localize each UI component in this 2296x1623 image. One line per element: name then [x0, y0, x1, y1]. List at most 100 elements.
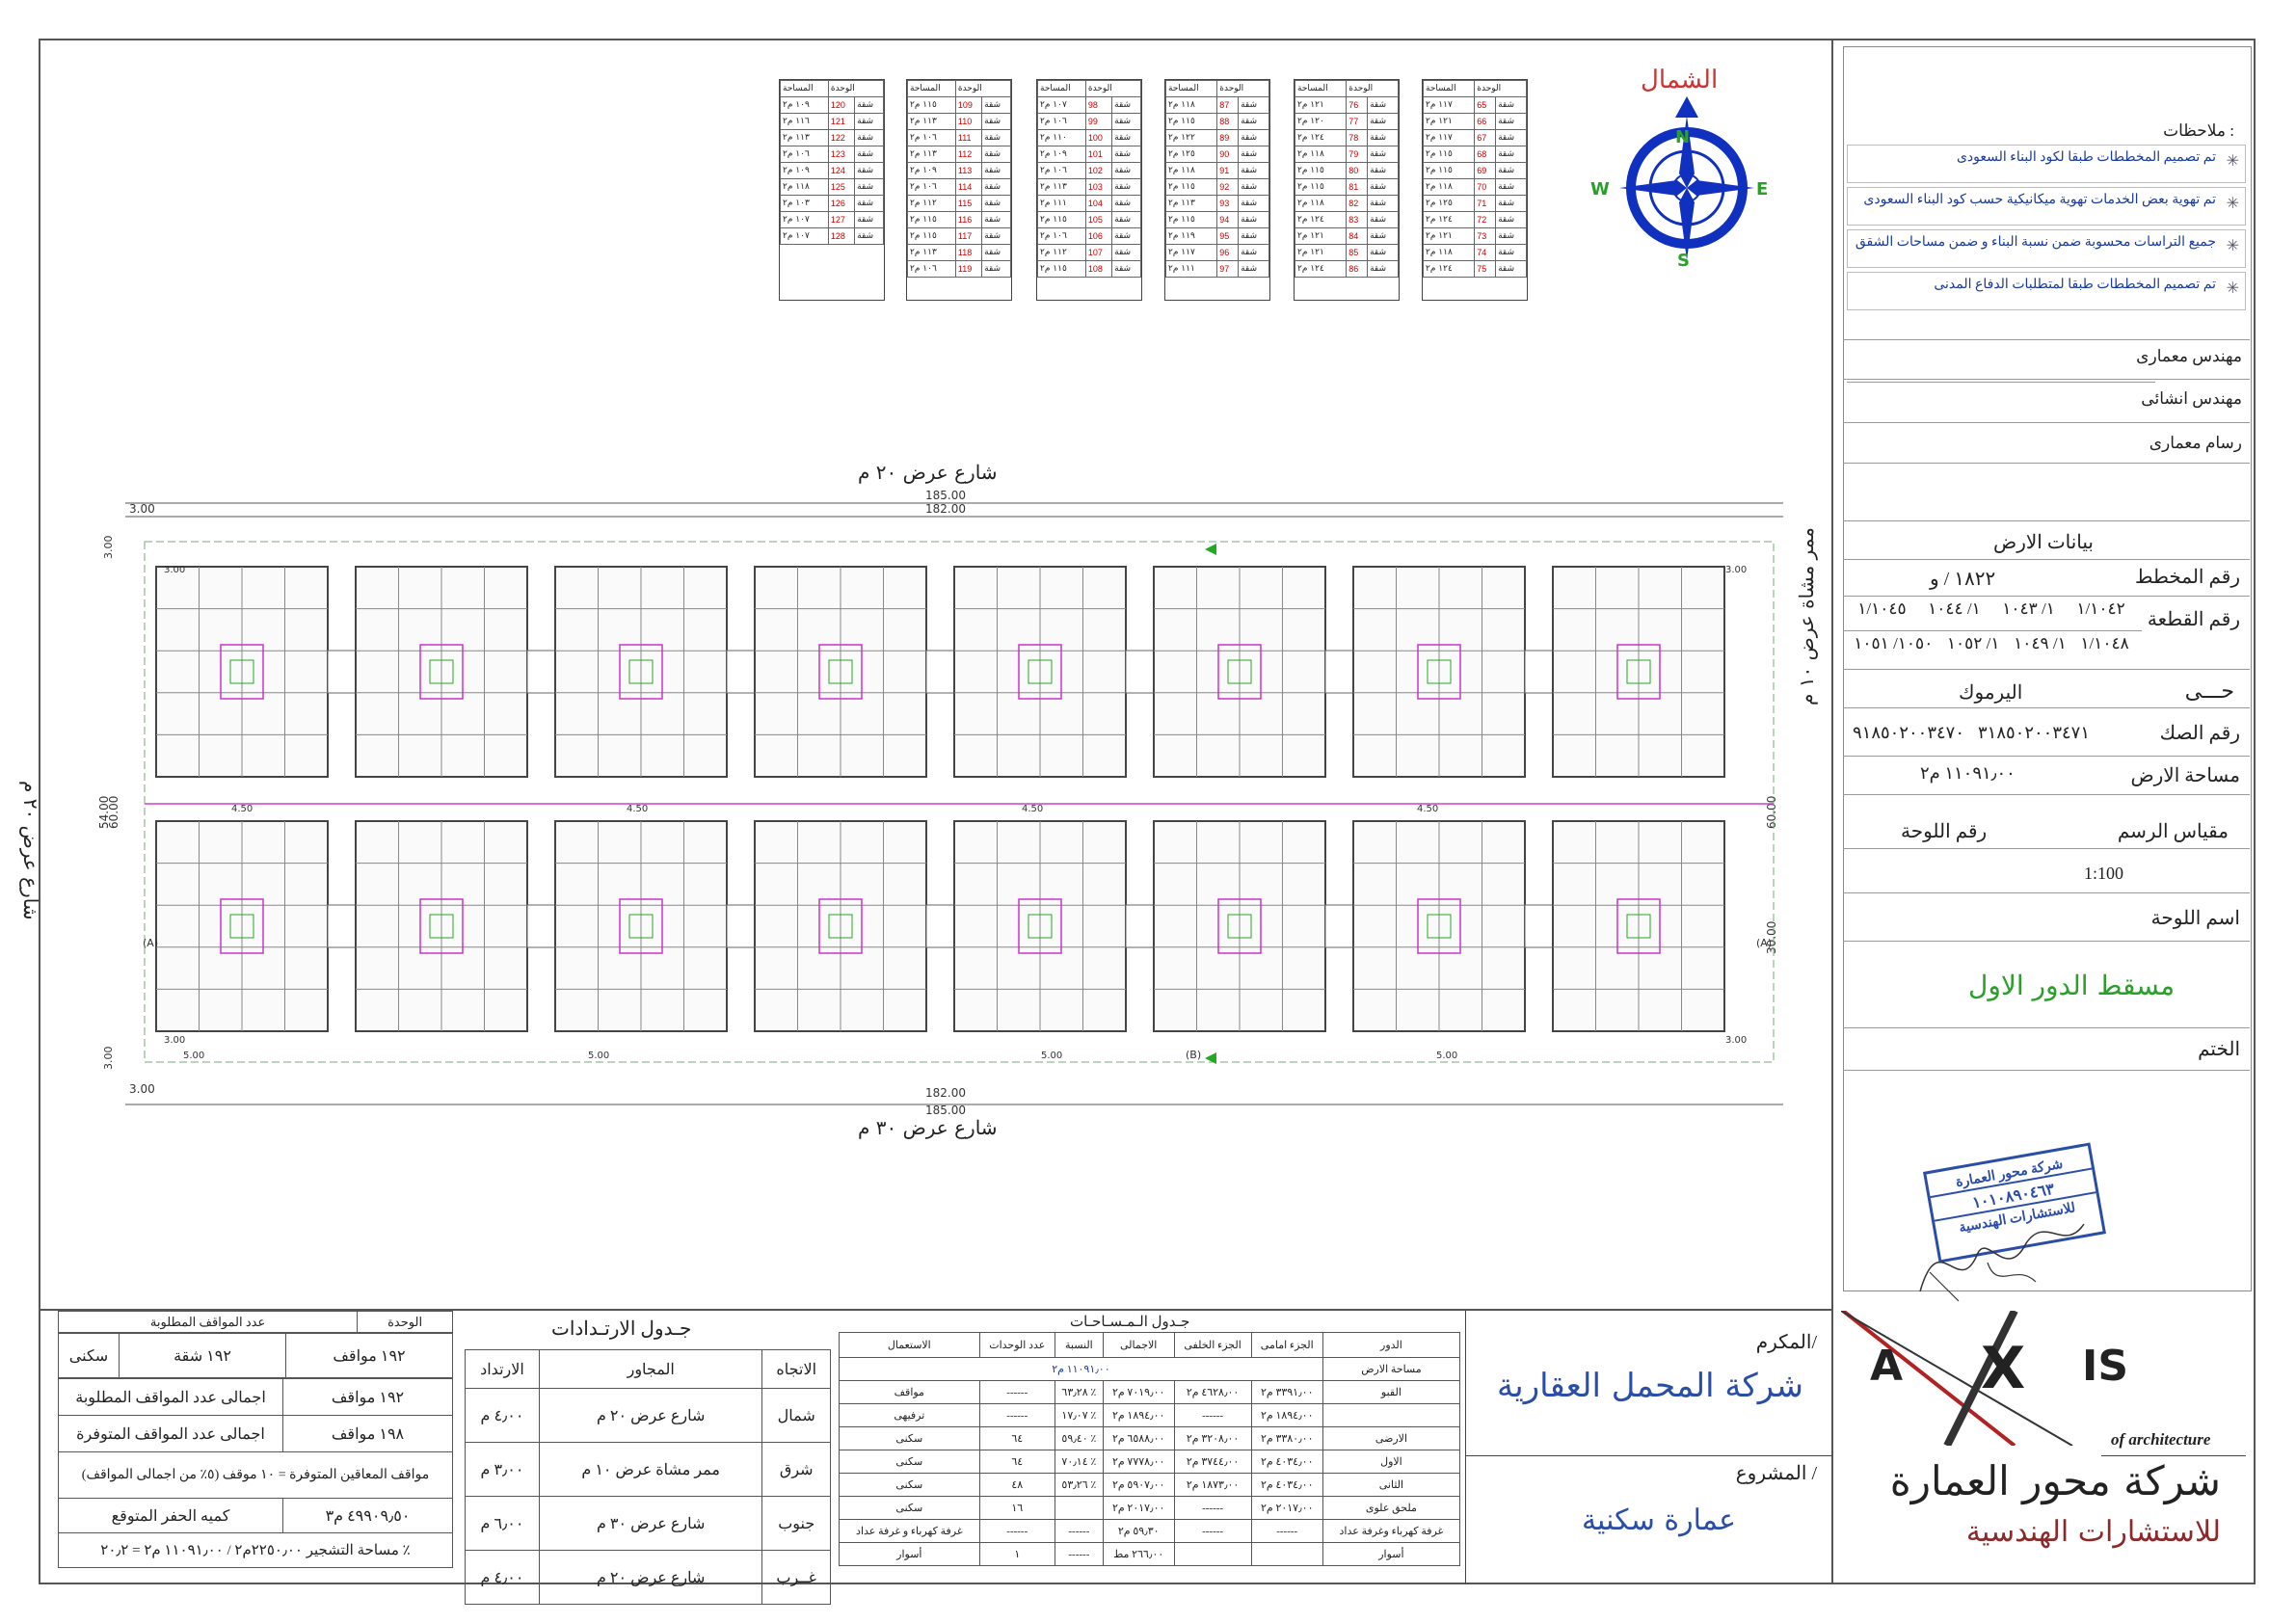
- elevator: [1028, 914, 1053, 939]
- parking-available-value: ١٩٨ مواقف: [282, 1415, 453, 1452]
- dig-label: كميه الحفر المتوقع: [58, 1498, 283, 1533]
- deed-no-2: ٩١٨٥٠٢٠٠٣٤٧٠: [1853, 723, 1965, 742]
- table-row: ترفيهى------١٧٫٠٧ ٪١٨٩٤٫٠٠ م٢------١٨٩٤٫…: [839, 1403, 1461, 1427]
- district-value: اليرموك: [1959, 682, 2023, 704]
- dim-182-top: 182.00: [925, 502, 966, 516]
- unit-table-header-area: المساحة: [780, 80, 829, 97]
- floor-plan-drawing: 185.00182.003.00182.00185.003.0060.0054.…: [97, 489, 1783, 1117]
- parking-available-label: اجمالى عدد المواقف المتوفرة: [58, 1415, 283, 1452]
- corridor-link: [925, 650, 955, 694]
- svg-text:X: X: [1981, 1335, 2025, 1402]
- dim-500: 5.00: [588, 1051, 609, 1061]
- corridor-link: [1125, 904, 1155, 948]
- corridor-link: [1524, 904, 1554, 948]
- client-block: المكرم/ شركة المحمل العقارية المشروع / ع…: [1465, 1311, 1832, 1584]
- unit-table-header-area: المساحة: [907, 80, 956, 97]
- plot-number: ١/ ١٠٥٢: [1946, 634, 2000, 652]
- unit-table-header-area: المساحة: [1294, 80, 1348, 97]
- land-data-title: بيانات الارض: [1993, 532, 2094, 553]
- firm-tagline: of architecture: [2111, 1430, 2211, 1449]
- stair-core: [419, 898, 464, 954]
- dim-500: 5.00: [1436, 1051, 1457, 1061]
- corridor-link: [726, 650, 756, 694]
- note-item: تم تهوية بعض الخدمات تهوية ميكانيكية حسب…: [1847, 187, 2246, 226]
- street-left-label: شارع عرض ٢٠ م: [19, 781, 42, 920]
- corridor-link: [726, 904, 756, 948]
- street-bottom-label: شارع عرض ٣٠ م: [858, 1116, 998, 1139]
- parking-table: عدد المواقف المطلوبة الوحدة سكنى ١٩٢ شقة…: [57, 1311, 453, 1581]
- elevator: [628, 914, 654, 939]
- parking-res-value: ١٩٢ مواقف: [285, 1333, 453, 1378]
- unit-table-header-unit: الوحدة: [1346, 80, 1399, 97]
- setbacks-table: جـدول الارتـدادات الارتداد المجاور الاتج…: [465, 1311, 831, 1605]
- scale-value: 1:100: [2084, 864, 2124, 883]
- elevator: [1626, 659, 1651, 684]
- project-name: عمارة سكنية: [1581, 1503, 1736, 1537]
- north-compass: الشمال N S E W: [1590, 58, 1783, 289]
- street-top-label: شارع عرض ٢٠ م: [858, 461, 998, 484]
- note-item: تم تصميم المخططات طبقا لمتطلبات الدفاع ا…: [1847, 272, 2246, 310]
- stamp-label: الختم: [2198, 1039, 2240, 1060]
- compass-s: S: [1677, 251, 1690, 271]
- sheet-no-label: رقم اللوحة: [1901, 821, 1988, 842]
- section-a-right: (A): [1756, 937, 1772, 949]
- compass-n: N: [1675, 127, 1691, 147]
- note-item: تم تصميم المخططات طبقا لكود البناء السعو…: [1847, 145, 2246, 183]
- table-row: غرفة كهرباء و غرفة عداد------------٥٩٫٣٠…: [839, 1519, 1461, 1543]
- stair-core: [220, 898, 264, 954]
- stair-core: [818, 898, 863, 954]
- dim-3-left: 3.00: [102, 536, 115, 560]
- setbacks-title: جـدول الارتـدادات: [551, 1318, 692, 1340]
- stair-core: [1417, 898, 1461, 954]
- dim-3-block-b: 3.00: [164, 1035, 185, 1046]
- parking-required-label: اجمالى عدد المواقف المطلوبة: [58, 1378, 283, 1416]
- areas-title: جـدول الـمـسـاحـات: [1070, 1315, 1190, 1330]
- corridor-link: [327, 904, 357, 948]
- stair-core: [1616, 644, 1661, 700]
- dim-3-bottom: 3.00: [129, 1082, 155, 1096]
- corridor-link: [1524, 650, 1554, 694]
- elevator: [828, 659, 853, 684]
- unit-table-header-area: المساحة: [1164, 80, 1218, 97]
- deed-no-1: ٣١٨٥٠٢٠٠٣٤٧١: [1978, 723, 2091, 742]
- client-label: المكرم/: [1755, 1332, 1817, 1353]
- district-label: حـــى: [2184, 678, 2234, 703]
- elevator: [229, 914, 254, 939]
- plot-number: ١٠٥٠/ ١٠٥١: [1854, 634, 1934, 652]
- sheet-name-value: مسقط الدور الاول: [1968, 970, 2176, 1001]
- draftsman-label: رسام معمارى: [2149, 434, 2242, 452]
- dim-500: 5.00: [183, 1051, 204, 1061]
- stair-core: [1616, 898, 1661, 954]
- dim-185-top: 185.00: [925, 489, 966, 502]
- section-b: (B): [1186, 1049, 1201, 1061]
